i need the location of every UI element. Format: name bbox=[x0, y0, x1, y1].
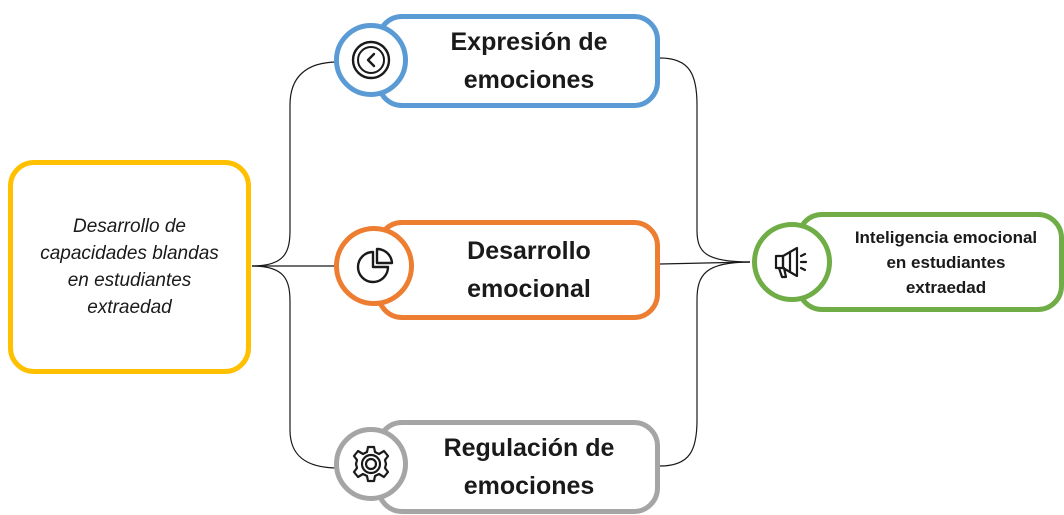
gear-icon bbox=[352, 445, 390, 483]
target-box: Inteligencia emocional en estudiantes ex… bbox=[796, 212, 1064, 312]
node-expresion: Expresión de emociones bbox=[376, 14, 660, 108]
right-brace-top bbox=[659, 57, 751, 263]
source-box: Desarrollo de capacidades blandas en est… bbox=[8, 160, 251, 374]
left-brace-top bbox=[251, 61, 339, 267]
megaphone-icon bbox=[774, 246, 808, 279]
node-desarrollo-label: Desarrollo emocional bbox=[467, 237, 591, 303]
node-regulacion-icon-circle bbox=[334, 427, 408, 501]
source-label: Desarrollo de capacidades blandas en est… bbox=[40, 216, 219, 318]
target-label: Inteligencia emocional en estudiantes ex… bbox=[854, 227, 1038, 297]
clock-icon bbox=[351, 40, 391, 80]
node-regulacion-label: Regulación de emociones bbox=[443, 434, 615, 500]
node-desarrollo-icon-circle bbox=[334, 226, 414, 306]
left-brace-bottom bbox=[251, 265, 339, 469]
target-icon-circle bbox=[752, 222, 832, 302]
node-regulacion: Regulación de emociones bbox=[376, 420, 660, 514]
node-expresion-icon-circle bbox=[334, 23, 408, 97]
node-expresion-label: Expresión de emociones bbox=[450, 28, 608, 94]
pie-chart-icon bbox=[356, 247, 394, 284]
node-desarrollo: Desarrollo emocional bbox=[376, 220, 660, 320]
right-brace-bottom bbox=[659, 261, 751, 467]
